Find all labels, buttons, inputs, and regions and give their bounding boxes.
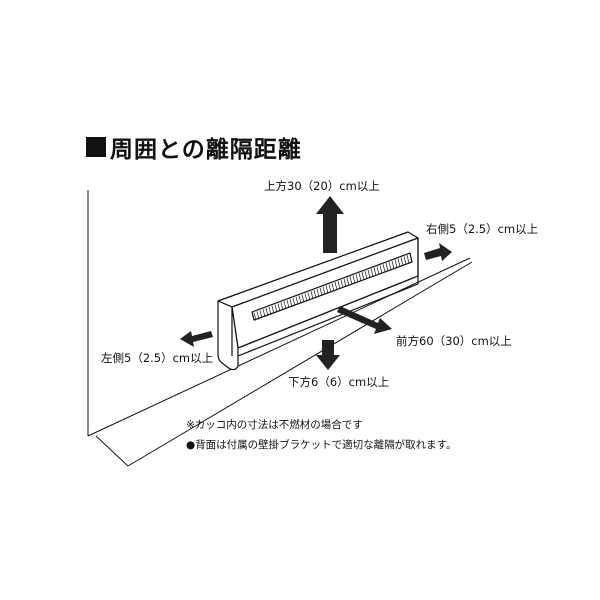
note-rear-bracket: ●背面は付属の壁掛ブラケットで適切な離隔が取れます。 [186,439,457,451]
floor-edge-line [127,261,473,467]
label-bottom-clearance: 下方6（6）cm以上 [288,375,390,389]
heater-bottom-edge-2 [237,283,419,357]
title-square-bullet [86,137,106,157]
label-right-clearance: 右側5（2.5）cm以上 [426,222,539,236]
heater-end-cap [217,300,239,371]
arrow-down-icon [316,340,340,370]
note-noncombustible: ※カッコ内の寸法は不燃材の場合です [186,419,363,431]
diagram-title: 周囲との離隔距離 [86,130,302,164]
label-top-clearance: 上方30（20）cm以上 [264,179,380,193]
label-left-clearance: 左側5（2.5）cm以上 [101,351,214,365]
title-text: 周囲との離隔距離 [110,137,302,163]
floor-back-line [87,257,471,437]
heater-bottom-edge [237,275,419,349]
arrow-up-icon [316,196,344,253]
vent-louvers [253,253,413,321]
arrow-front-icon [337,306,392,334]
arrow-left-icon [180,331,213,347]
heater-unit [217,231,419,371]
label-front-clearance: 前方60（30）cm以上 [396,334,512,348]
floor-front-line [95,435,129,467]
arrow-right-icon [424,243,452,261]
